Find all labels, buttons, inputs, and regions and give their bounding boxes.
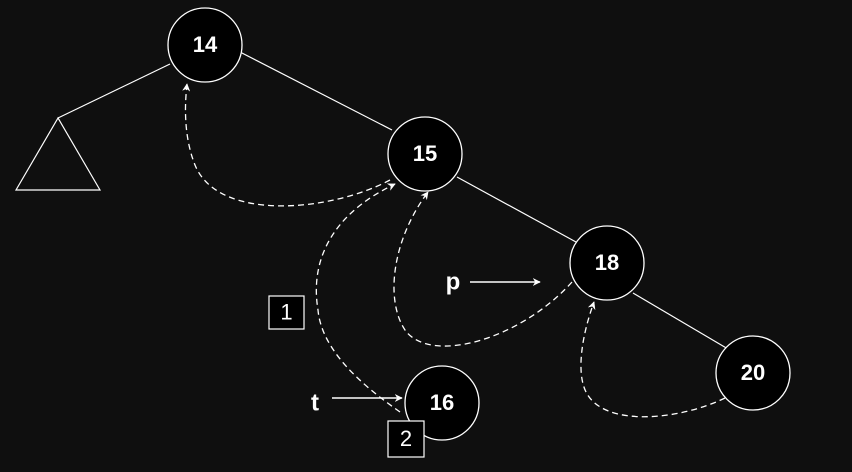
parent-arrow-15-to-14: [182, 83, 391, 207]
edge-14-subtree: [57, 63, 171, 119]
parent-arrow-20-to-18: [580, 301, 726, 418]
parent-arrow-16-to-15: [315, 183, 401, 413]
node-15: 15: [387, 116, 463, 192]
tree-edges: [57, 51, 729, 350]
node-14-circle: [167, 7, 243, 83]
node-18-label: 18: [595, 250, 619, 275]
node-20: 20: [715, 335, 791, 411]
edge-14-15: [239, 51, 393, 131]
parent-arrow-18-to-15: [393, 191, 573, 347]
step-box-2-label: 2: [400, 426, 412, 451]
node-20-label: 20: [741, 360, 765, 385]
left-subtree-triangle: [14, 116, 102, 191]
node-14-label: 14: [193, 32, 218, 57]
edge-15-18: [456, 176, 577, 243]
step-box-2-border: [387, 420, 425, 458]
node-20-circle: [715, 335, 791, 411]
pointer-label-t: t: [311, 389, 319, 416]
node-14: 14: [167, 7, 243, 83]
node-15-label: 15: [413, 141, 437, 166]
edge-18-20: [632, 292, 729, 350]
node-18: 18: [569, 225, 645, 301]
node-15-circle: [387, 116, 463, 192]
step-box-1-border: [268, 295, 305, 330]
step-box-1: 1: [268, 295, 305, 330]
node-16-label: 16: [430, 390, 454, 415]
pointer-arrows: [332, 278, 541, 402]
pointer-label-p: p: [446, 268, 461, 295]
step-box-1-label: 1: [280, 299, 292, 324]
node-18-circle: [569, 225, 645, 301]
parent-pointers: [182, 83, 726, 418]
step-box-2: 2: [387, 420, 425, 458]
